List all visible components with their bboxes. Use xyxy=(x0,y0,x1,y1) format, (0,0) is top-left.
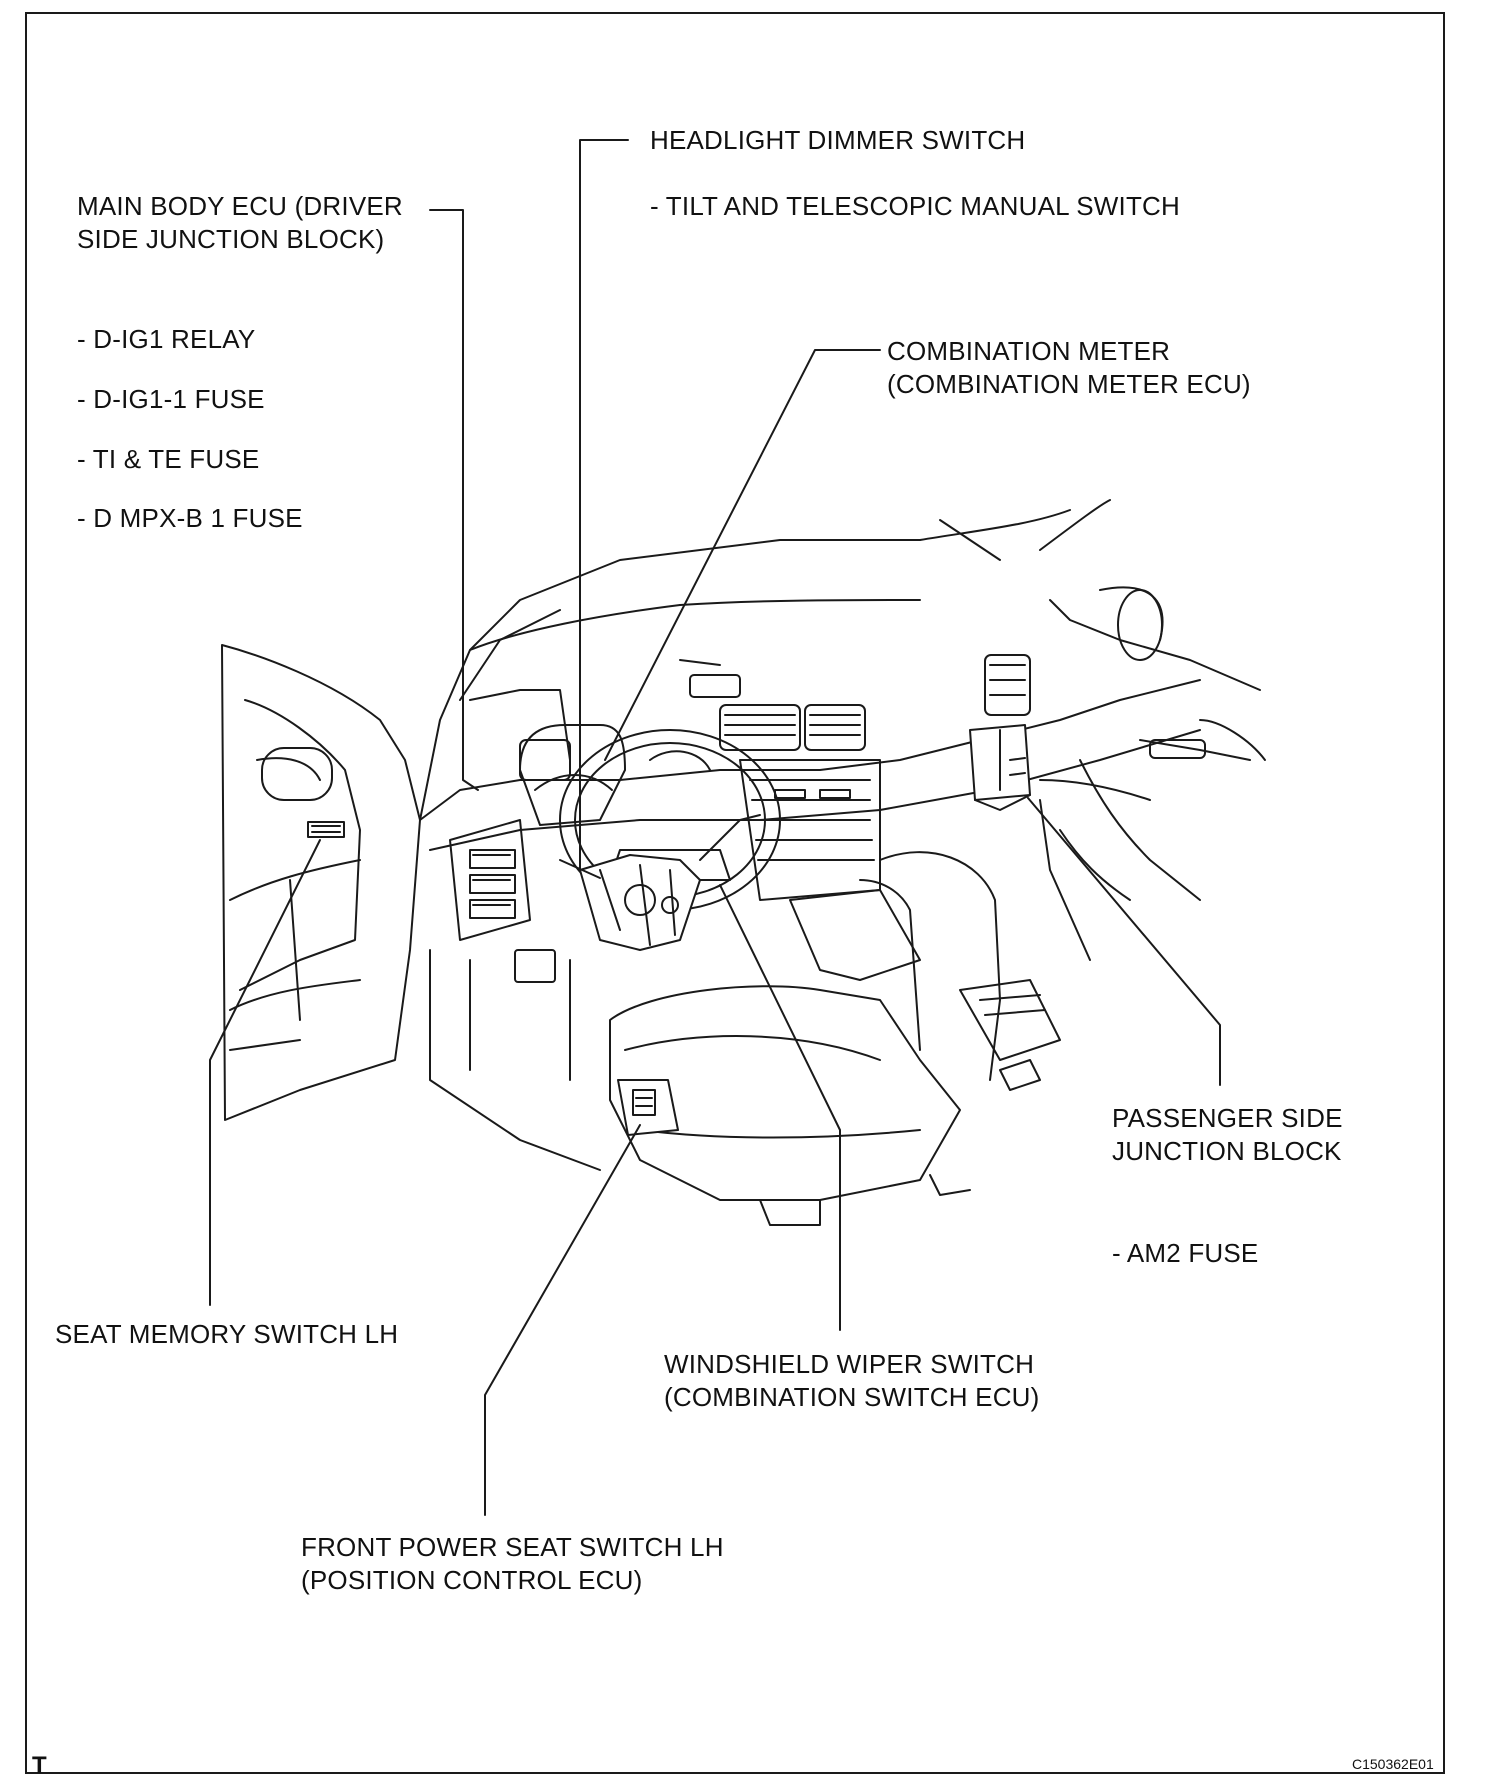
ti-te-fuse-label: - TI & TE FUSE xyxy=(77,444,260,474)
combination-meter-label: COMBINATION METER (COMBINATION METER ECU… xyxy=(887,335,1251,401)
front-power-seat-switch-line1: FRONT POWER SEAT SWITCH LH xyxy=(301,1532,724,1562)
main-body-ecu-line2: SIDE JUNCTION BLOCK) xyxy=(77,224,385,254)
driver-door xyxy=(221,644,421,1121)
combination-switch-part xyxy=(559,814,761,951)
main-body-ecu-label: MAIN BODY ECU (DRIVER SIDE JUNCTION BLOC… xyxy=(77,190,403,256)
passenger-junction-block-line2: JUNCTION BLOCK xyxy=(1112,1136,1342,1166)
passenger-junction-block-part xyxy=(969,724,1031,811)
seat-memory-switch-part xyxy=(307,821,345,838)
seat-memory-switch-label: SEAT MEMORY SWITCH LH xyxy=(55,1319,399,1349)
front-power-seat-switch-part xyxy=(617,1079,679,1136)
floor xyxy=(429,949,601,1171)
am2-fuse-label: - AM2 FUSE xyxy=(1112,1238,1259,1268)
windshield-frame xyxy=(419,499,1111,821)
windshield-wiper-switch-line1: WINDSHIELD WIPER SWITCH xyxy=(664,1349,1035,1379)
tilt-telescopic-switch-label: - TILT AND TELESCOPIC MANUAL SWITCH xyxy=(650,191,1180,221)
headlight-dimmer-switch-label: HEADLIGHT DIMMER SWITCH xyxy=(650,125,1026,155)
center-console xyxy=(789,889,1061,1091)
front-power-seat-switch-label: FRONT POWER SEAT SWITCH LH (POSITION CON… xyxy=(301,1531,724,1597)
d-ig1-1-fuse-label: - D-IG1-1 FUSE xyxy=(77,384,265,414)
passenger-junction-block-label: PASSENGER SIDE JUNCTION BLOCK xyxy=(1112,1102,1343,1168)
corner-mark: T xyxy=(32,1752,47,1779)
windshield-wiper-switch-line2: (COMBINATION SWITCH ECU) xyxy=(664,1382,1040,1412)
windshield-wiper-switch-label: WINDSHIELD WIPER SWITCH (COMBINATION SWI… xyxy=(664,1348,1040,1414)
combination-meter-line1: COMBINATION METER xyxy=(887,336,1171,366)
driver-side-junction-block xyxy=(449,819,531,941)
main-body-ecu-line1: MAIN BODY ECU (DRIVER xyxy=(77,191,403,221)
leader-lines xyxy=(209,139,1221,1516)
figure-code: C150362E01 xyxy=(1352,1756,1434,1772)
d-ig1-relay-label: - D-IG1 RELAY xyxy=(77,324,256,354)
front-power-seat-switch-line2: (POSITION CONTROL ECU) xyxy=(301,1565,643,1595)
passenger-side xyxy=(1039,586,1266,961)
d-mpx-b1-fuse-label: - D MPX-B 1 FUSE xyxy=(77,503,303,533)
diagram-border xyxy=(25,12,1445,1774)
combination-meter-line2: (COMBINATION METER ECU) xyxy=(887,369,1251,399)
driver-seat xyxy=(609,851,1001,1226)
passenger-junction-block-line1: PASSENGER SIDE xyxy=(1112,1103,1343,1133)
